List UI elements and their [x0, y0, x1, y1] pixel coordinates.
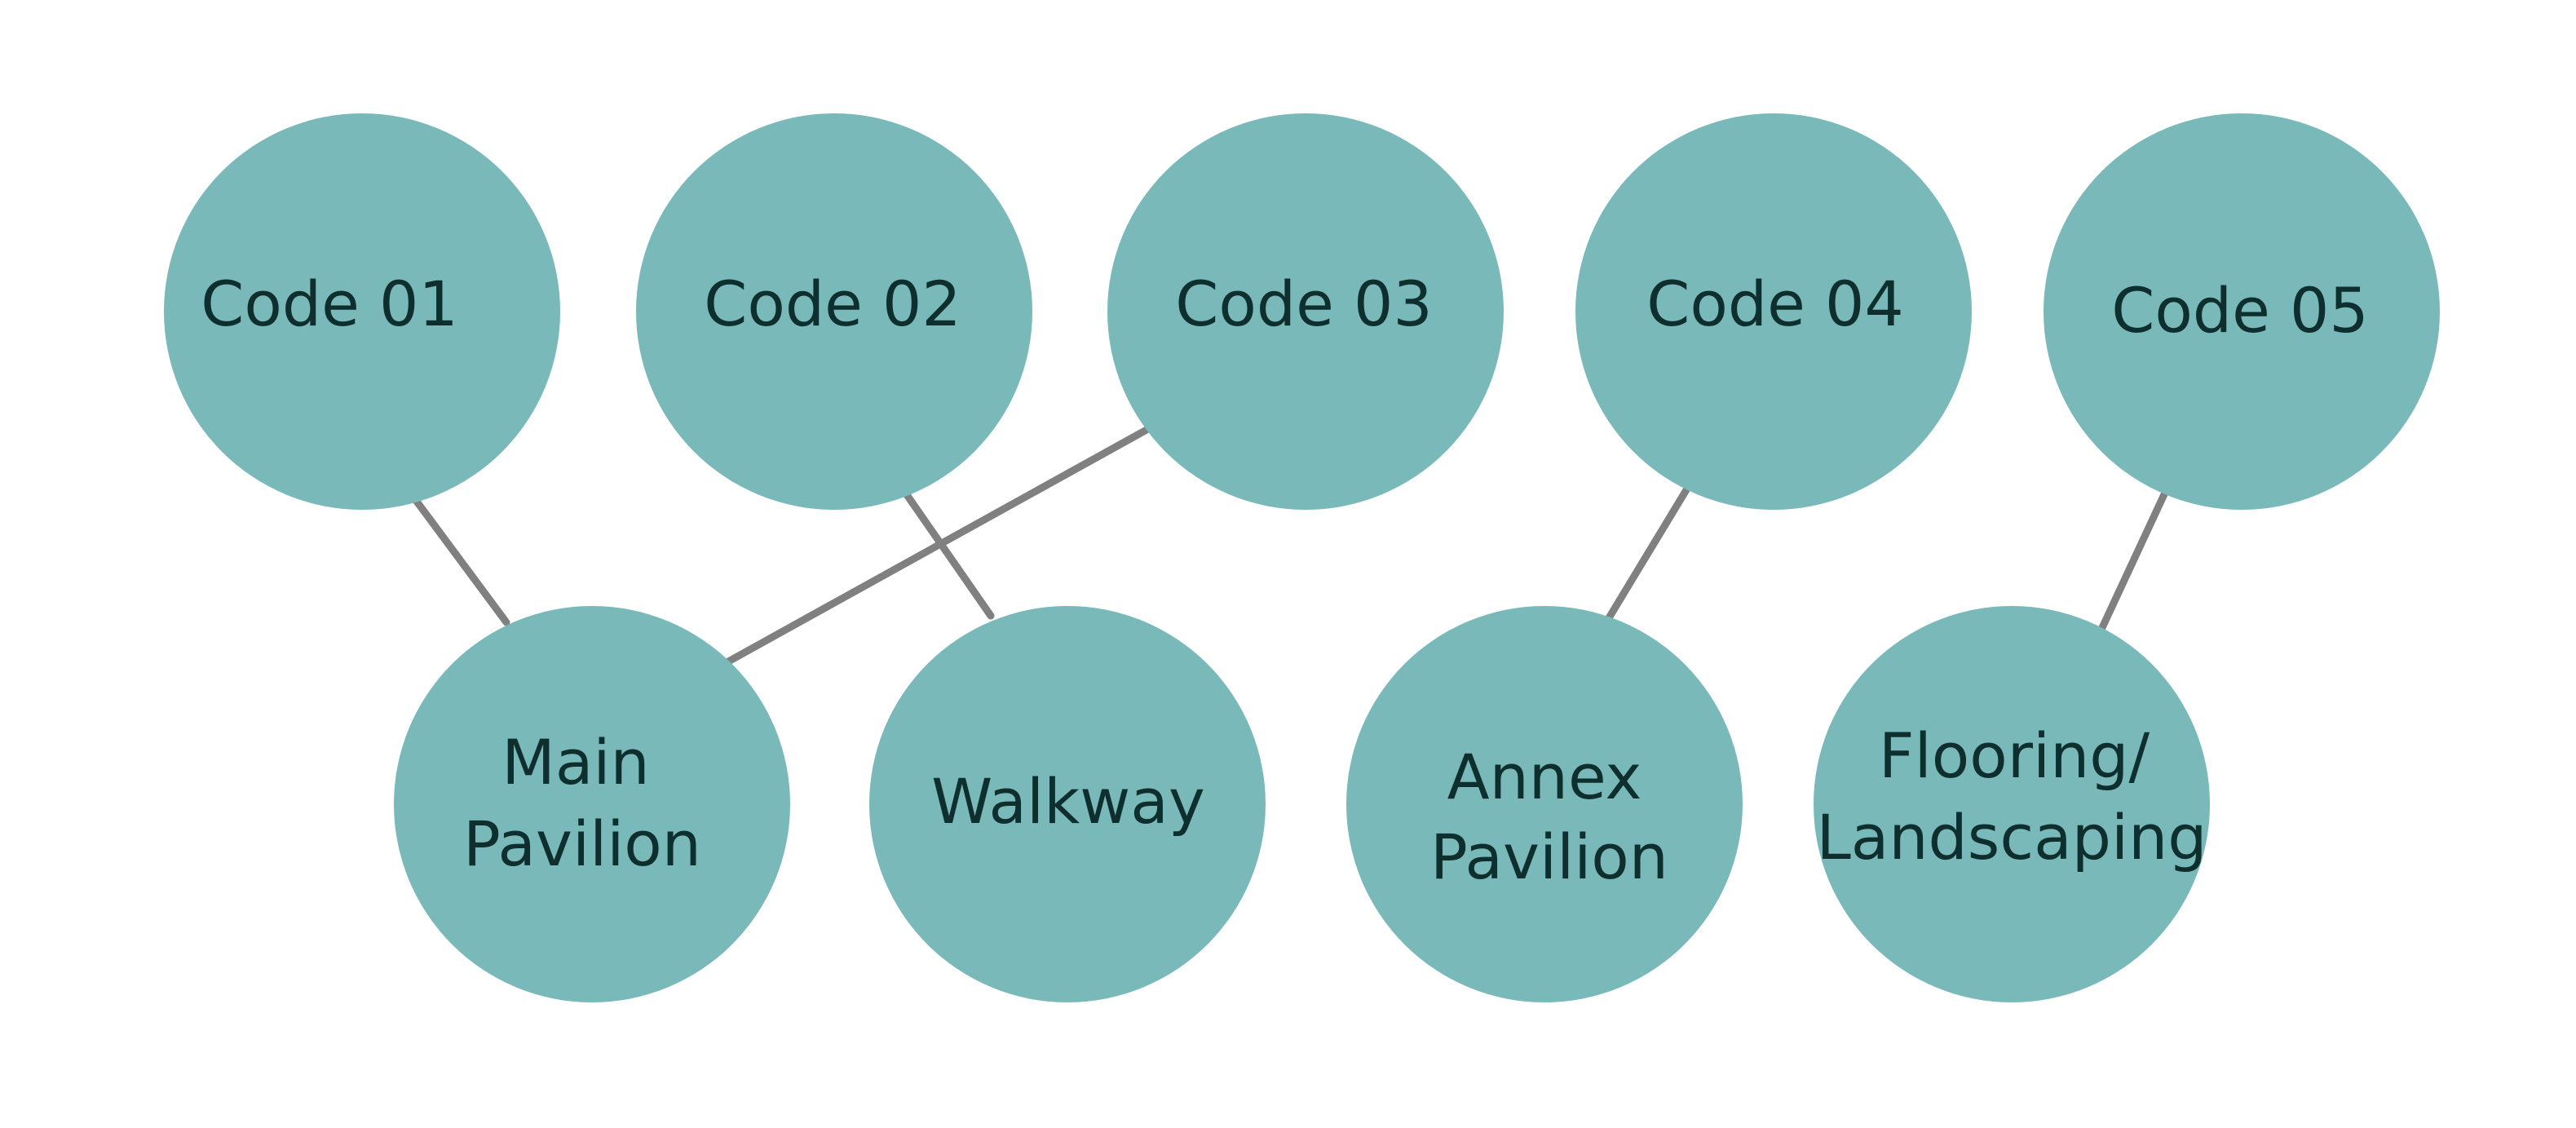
- area-node-label-line-2: Landscaping: [1816, 801, 2207, 874]
- code-node-label: Code 02: [704, 268, 961, 340]
- area-node-circle: [869, 606, 1266, 1002]
- area-node-main-pavilion: Main Pavilion: [394, 606, 790, 1002]
- code-node-label: Code 04: [1646, 268, 1903, 340]
- area-node-label-line-1: Annex: [1447, 741, 1642, 813]
- area-node-circle: [394, 606, 790, 1002]
- area-node-label-line-1: Walkway: [931, 765, 1205, 838]
- area-node-label-line-1: Main: [502, 726, 649, 798]
- link-code-02-walkway: [898, 484, 995, 620]
- link-code-01-main-pavilion: [409, 492, 510, 626]
- area-node-circle: [1346, 606, 1743, 1002]
- area-node-label-line-2: Pavilion: [1430, 821, 1668, 893]
- code-node-label: Code 03: [1175, 268, 1432, 340]
- code-node-04: Code 04: [1575, 113, 1972, 510]
- code-node-circle: [164, 113, 560, 510]
- code-node-03: Code 03: [1107, 113, 1504, 510]
- code-node-02: Code 02: [636, 113, 1032, 510]
- code-node-circle: [2044, 113, 2440, 510]
- area-node-label-line-2: Pavilion: [463, 807, 701, 880]
- code-node-05: Code 05: [2044, 113, 2440, 510]
- connectors: [409, 426, 2169, 669]
- code-node-label: Code 01: [201, 268, 457, 340]
- area-node-circle: [1814, 606, 2210, 1002]
- area-node-walkway: Walkway: [869, 606, 1266, 1002]
- code-node-circle: [1575, 113, 1972, 510]
- link-code-04-annex-pavilion: [1603, 480, 1694, 625]
- link-code-03-main-pavilion: [718, 426, 1151, 669]
- link-code-05-flooring-landscaping: [2096, 489, 2169, 637]
- code-node-circle: [636, 113, 1032, 510]
- area-node-label-line-1: Flooring/: [1879, 719, 2150, 792]
- code-node-01: Code 01: [164, 113, 560, 510]
- code-node-label: Code 05: [2111, 274, 2368, 347]
- area-node-flooring-landscaping: Flooring/ Landscaping: [1814, 606, 2210, 1002]
- area-node-annex-pavilion: Annex Pavilion: [1346, 606, 1743, 1002]
- code-node-circle: [1107, 113, 1504, 510]
